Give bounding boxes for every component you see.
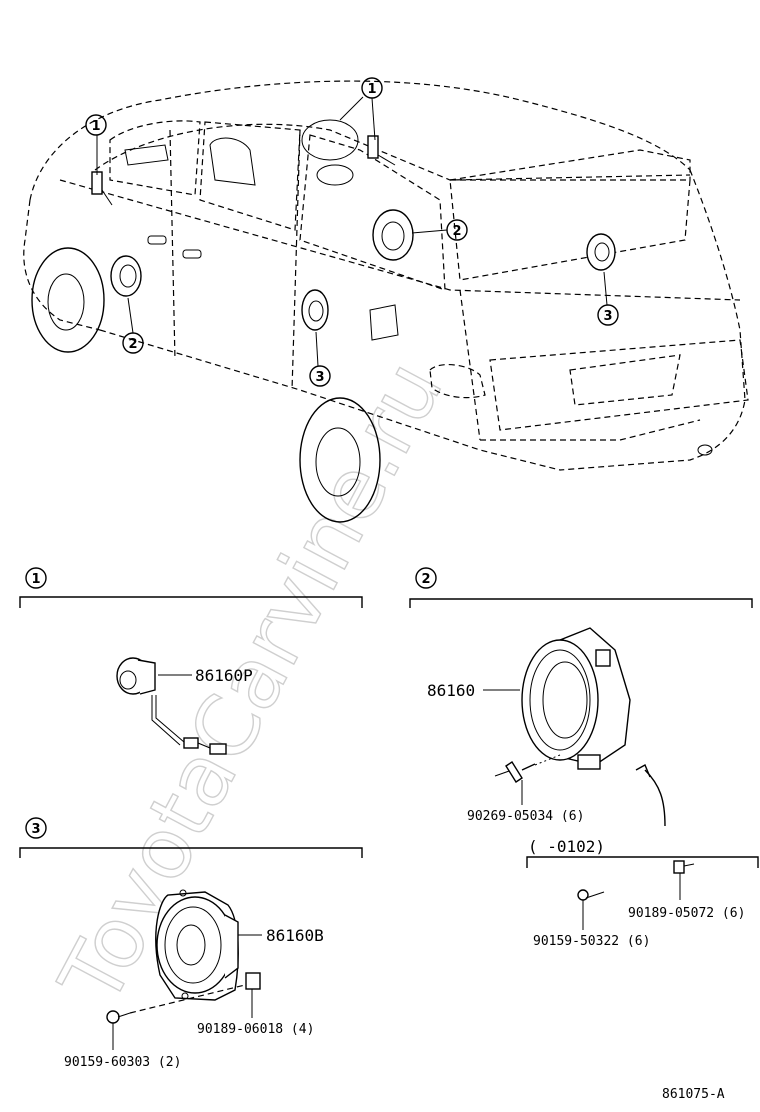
- svg-text:2: 2: [452, 224, 461, 239]
- section-2-number: 2: [421, 572, 430, 587]
- svg-text:1: 1: [367, 82, 376, 97]
- front-door-speaker-icon: [110, 255, 142, 297]
- part-number-90159-60303: 90159-60303 (2): [64, 1055, 181, 1070]
- section-3: 3 86160B 90189-06018 (4) 90159-60303 (2): [19, 817, 363, 1070]
- svg-text:2: 2: [128, 337, 137, 352]
- screw-90269-icon: [494, 761, 536, 783]
- nut-90189-05072-icon: [673, 860, 695, 874]
- vehicle-illustration: 1 1 2 2 3 3: [23, 77, 749, 523]
- part-number-86160B: 86160B: [266, 926, 324, 945]
- front-door-tweeter-icon: [91, 171, 113, 206]
- nut-90189-06018-icon: [245, 972, 261, 990]
- part-number-86160P: 86160P: [195, 666, 253, 685]
- speaker-86160B-icon: [155, 889, 239, 1001]
- section-3-number: 3: [31, 822, 40, 837]
- quarter-speaker-icon: [372, 209, 414, 261]
- rear-door-speaker-icon: [301, 289, 329, 331]
- section-1: 1 86160P: [19, 567, 363, 755]
- callout-windshield-tweeter: 1: [361, 77, 383, 99]
- windshield-tweeter-icon: [367, 135, 396, 166]
- part-number-90189-06018: 90189-06018 (4): [197, 1022, 314, 1037]
- tweeter-86160P-icon: [116, 657, 227, 755]
- callout-front-door-speaker: 2: [122, 332, 144, 354]
- variant-note: ( -0102): [528, 837, 605, 856]
- part-number-90189-05072: 90189-05072 (6): [628, 906, 745, 921]
- svg-text:3: 3: [603, 309, 612, 324]
- part-number-90269-05034: 90269-05034 (6): [467, 809, 584, 824]
- callout-front-door-tweeter: 1: [85, 114, 107, 136]
- section-2: 2 86160 90269-05034 (6) ( -0102): [409, 567, 759, 949]
- svg-text:1: 1: [91, 119, 100, 134]
- part-number-90159-50322: 90159-50322 (6): [533, 934, 650, 949]
- speaker-86160-icon: [521, 627, 631, 770]
- svg-text:3: 3: [315, 370, 324, 385]
- callout-quarter-speaker: 2: [446, 219, 468, 241]
- part-number-86160: 86160: [427, 681, 475, 700]
- section-1-number: 1: [31, 572, 40, 587]
- figure-id: 861075-A: [662, 1087, 725, 1102]
- callout-rear-door-speaker: 3: [309, 365, 331, 387]
- callout-back-speaker: 3: [597, 304, 619, 326]
- screw-90159-50322-icon: [577, 889, 605, 901]
- back-speaker-icon: [586, 233, 616, 271]
